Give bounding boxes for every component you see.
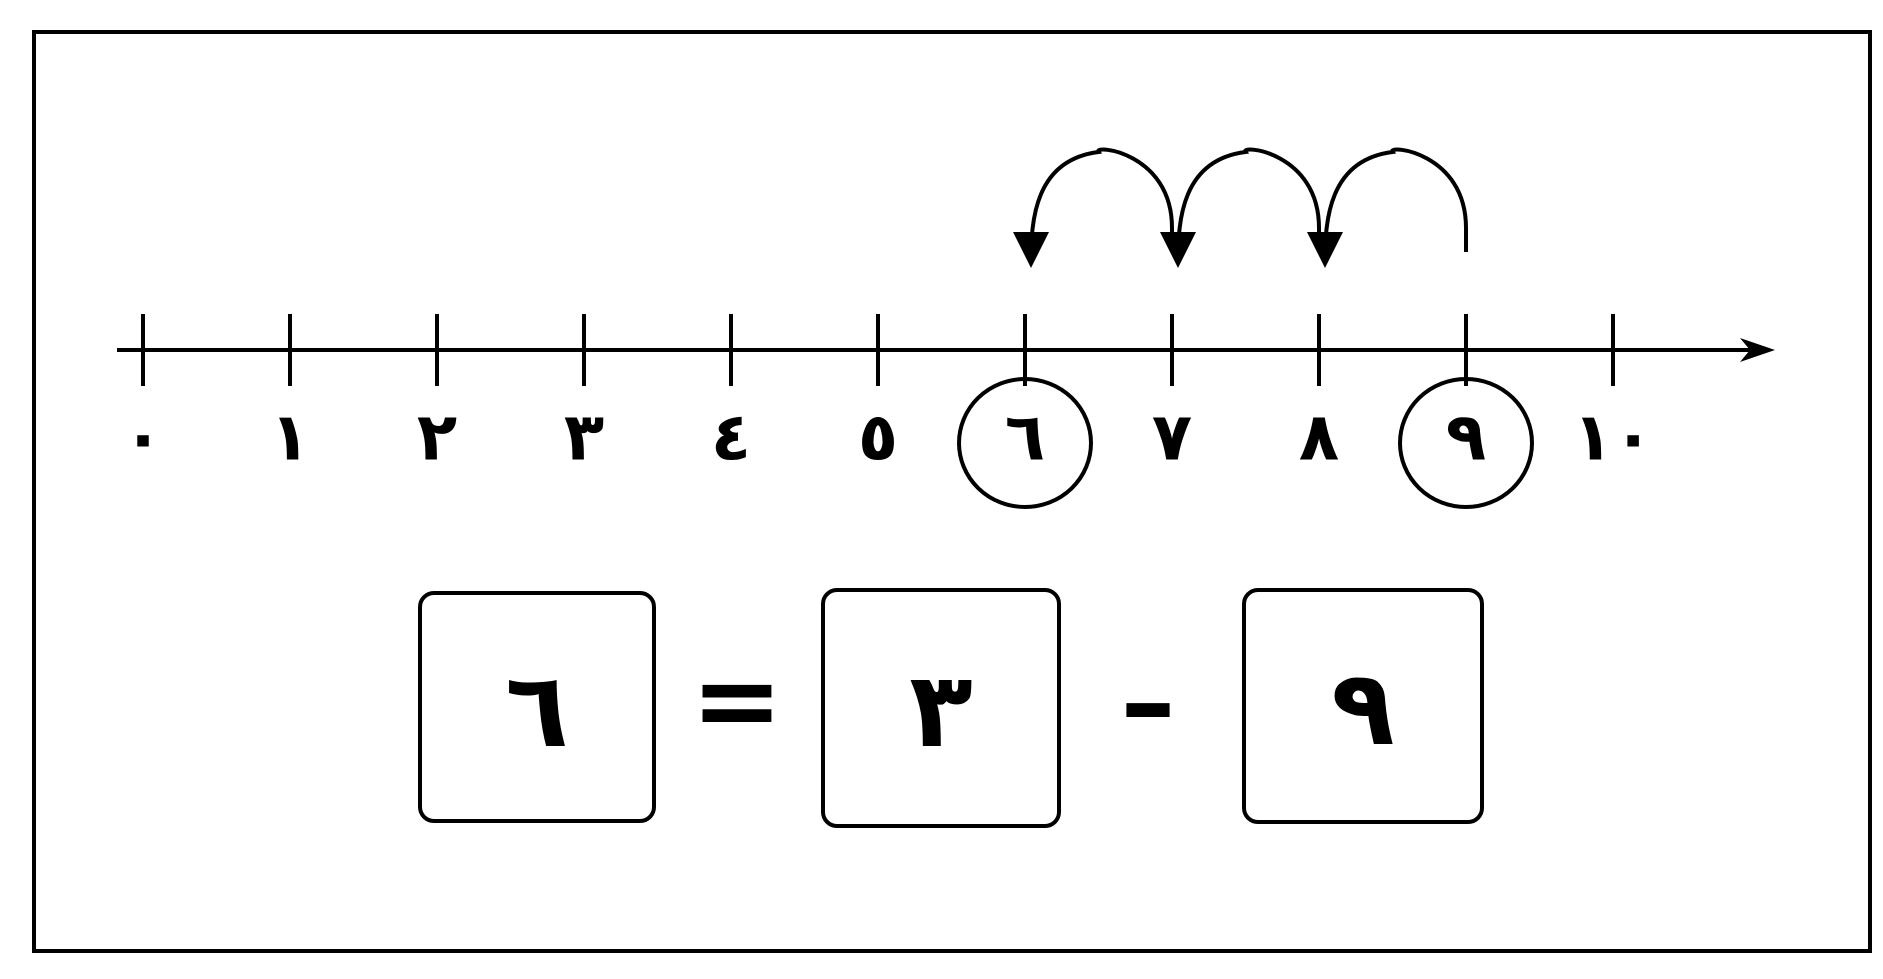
tick-labels: ٠ ١ ٢ ٣ ٤ ٥ ٦ ٧ ٨ ٩ ١٠	[123, 399, 1653, 476]
result-value: ٦	[505, 649, 568, 771]
number-line: ٠ ١ ٢ ٣ ٤ ٥ ٦ ٧ ٨ ٩ ١٠	[117, 147, 1775, 509]
tick-label: ٢	[417, 399, 457, 476]
tick-marks	[141, 314, 1615, 386]
tick-label: ٦	[1005, 399, 1045, 476]
tick-label: ١٠	[1573, 399, 1654, 476]
circle-value-9	[1398, 377, 1534, 509]
outer-frame	[32, 30, 1872, 953]
tick-label: ٤	[711, 399, 751, 476]
minus-sign: –	[1121, 638, 1176, 766]
hop-arrows	[1013, 147, 1468, 268]
minuend-box	[1242, 588, 1484, 824]
subtrahend-box	[821, 588, 1061, 828]
tick-label: ٠	[123, 399, 163, 476]
result-box	[418, 591, 656, 823]
tick-label: ٨	[1299, 399, 1339, 476]
hop-arrow	[1160, 147, 1321, 268]
tick-label: ٩	[1446, 399, 1486, 476]
number-line-arrowhead	[1740, 338, 1775, 362]
tick-label: ٣	[564, 399, 604, 476]
tick-label: ١	[270, 399, 310, 476]
circled-values	[957, 377, 1534, 509]
subtrahend-value: ٣	[909, 649, 972, 771]
minuend-value: ٩	[1331, 647, 1394, 769]
tick-label: ٥	[858, 399, 898, 476]
equation: ٩ – ٣ = ٦	[418, 588, 1484, 828]
circle-value-6	[957, 377, 1093, 509]
hop-arrow	[1013, 147, 1174, 268]
equals-sign: =	[691, 636, 783, 764]
tick-label: ٧	[1152, 399, 1192, 476]
hop-arrow	[1307, 147, 1468, 268]
